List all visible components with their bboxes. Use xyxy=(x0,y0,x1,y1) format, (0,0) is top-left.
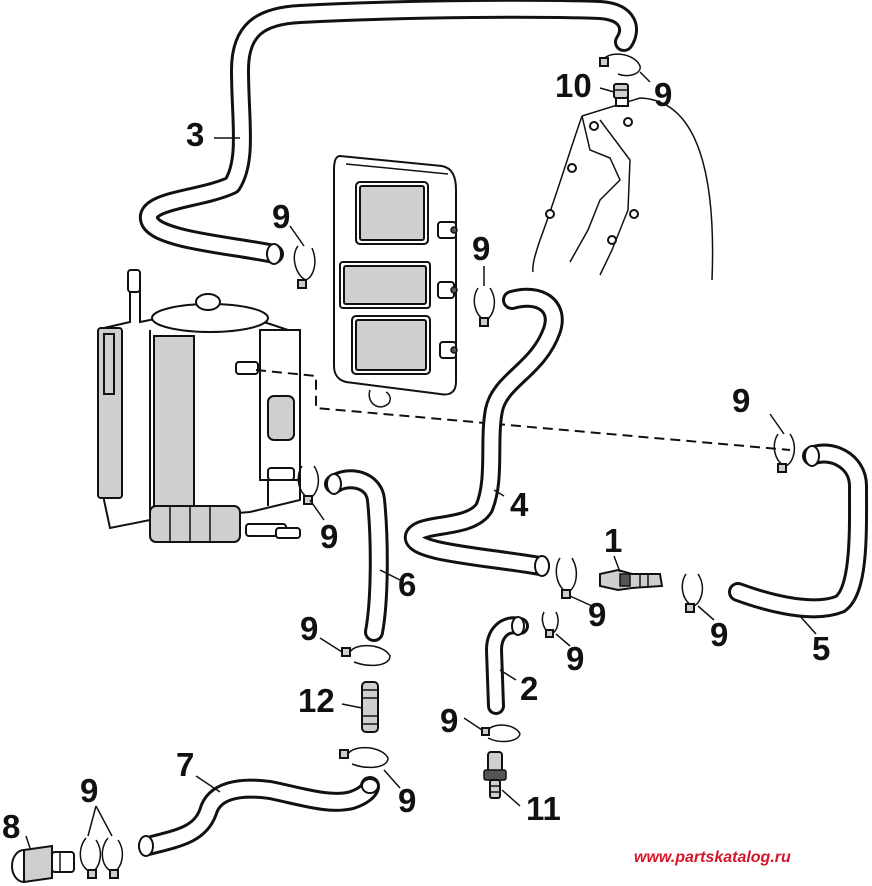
hose-6[interactable] xyxy=(324,469,389,642)
clamp-9-e[interactable] xyxy=(773,433,796,473)
callout-9-right: 9 xyxy=(732,382,750,419)
engine-block xyxy=(532,95,714,281)
callout-5: 5 xyxy=(812,630,830,667)
clamp-9-k[interactable] xyxy=(339,746,389,769)
clamp-9-f[interactable] xyxy=(555,557,578,599)
clamp-9-i[interactable] xyxy=(341,644,391,667)
valve-11[interactable] xyxy=(483,751,507,799)
callout-9-hose3: 9 xyxy=(272,198,290,235)
callout-12: 12 xyxy=(298,682,335,719)
hose-3[interactable] xyxy=(139,0,638,265)
clamp-9-j[interactable] xyxy=(481,724,521,743)
callout-11: 11 xyxy=(526,790,561,827)
callout-9-hose6: 9 xyxy=(300,610,318,647)
callout-4: 4 xyxy=(510,486,529,523)
callout-10: 10 xyxy=(555,67,592,104)
callout-2: 2 xyxy=(520,670,538,707)
callout-9-valve: 9 xyxy=(440,702,458,739)
vapor-separator[interactable] xyxy=(333,154,458,408)
leader-lines xyxy=(25,71,817,849)
fitting-12[interactable] xyxy=(361,681,379,733)
callout-9-small: 9 xyxy=(566,640,584,677)
callout-9-mid: 9 xyxy=(588,596,606,633)
callout-9-midright: 9 xyxy=(710,616,728,653)
fitting-10[interactable] xyxy=(613,83,629,99)
clamp-9-a[interactable] xyxy=(599,53,641,77)
callout-9-pump: 9 xyxy=(320,518,338,555)
clamp-9-h[interactable] xyxy=(541,611,559,638)
watermark: www.partskatalog.ru xyxy=(634,849,791,866)
callout-8: 8 xyxy=(2,808,20,845)
fitting-8[interactable] xyxy=(11,844,75,884)
clamp-9-d[interactable] xyxy=(297,465,320,505)
callout-7: 7 xyxy=(176,746,194,783)
callout-9-bottomleft: 9 xyxy=(80,772,98,809)
clamp-9-m[interactable] xyxy=(101,837,124,879)
clamp-9-l[interactable] xyxy=(79,837,102,879)
callout-9-separator: 9 xyxy=(472,230,490,267)
callout-9-hose7: 9 xyxy=(398,782,416,819)
callout-1: 1 xyxy=(604,522,622,559)
callout-6: 6 xyxy=(398,566,416,603)
callout-3: 3 xyxy=(186,116,204,153)
clamp-9-c[interactable] xyxy=(473,287,496,327)
hose-5[interactable] xyxy=(728,443,869,619)
clamp-9-b[interactable] xyxy=(293,245,316,289)
hose-7[interactable] xyxy=(138,776,380,857)
callout-9-top: 9 xyxy=(654,76,672,113)
hose-2[interactable] xyxy=(485,616,529,715)
fuel-pump[interactable] xyxy=(97,269,301,543)
hose-4[interactable] xyxy=(404,287,564,577)
connector-1[interactable] xyxy=(599,568,664,592)
clamp-9-g[interactable] xyxy=(681,573,704,613)
